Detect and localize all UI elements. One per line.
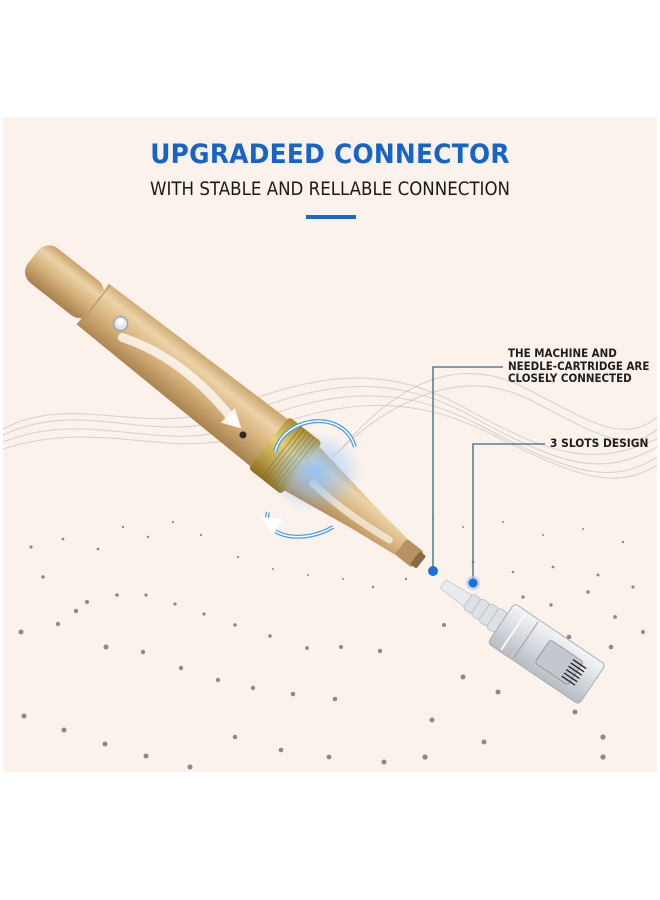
microneedling-pen [25, 245, 426, 568]
callout-slots: 3 SLOTS DESIGN [550, 437, 648, 450]
headline-title: UPGRADEED CONNECTOR [150, 139, 510, 170]
callout-slots-line-1: 3 SLOTS DESIGN [550, 436, 649, 450]
wave-decoration [3, 373, 657, 479]
needle-cartridge [439, 579, 605, 704]
callout-connection-line-2: NEEDLE-CARTRIDGE ARE [508, 359, 650, 373]
headline-subtitle: WITH STABLE AND RELLABLE CONNECTION [149, 179, 511, 200]
callout-connection-line-1: THE MACHINE AND [508, 347, 617, 360]
title-underline-divider [306, 215, 356, 219]
callout-lines [432, 366, 545, 583]
callout-connection: THE MACHINE AND NEEDLE-CARTRIDGE ARE CLO… [508, 347, 650, 386]
product-illustration [3, 245, 657, 770]
callout-dot-slots [468, 578, 478, 588]
callout-dot-connector [428, 566, 438, 576]
callout-connection-line-3: CLOSELY CONNECTED [508, 372, 632, 385]
product-infographic-panel: UPGRADEED CONNECTOR WITH STABLE AND RELL… [3, 117, 657, 772]
